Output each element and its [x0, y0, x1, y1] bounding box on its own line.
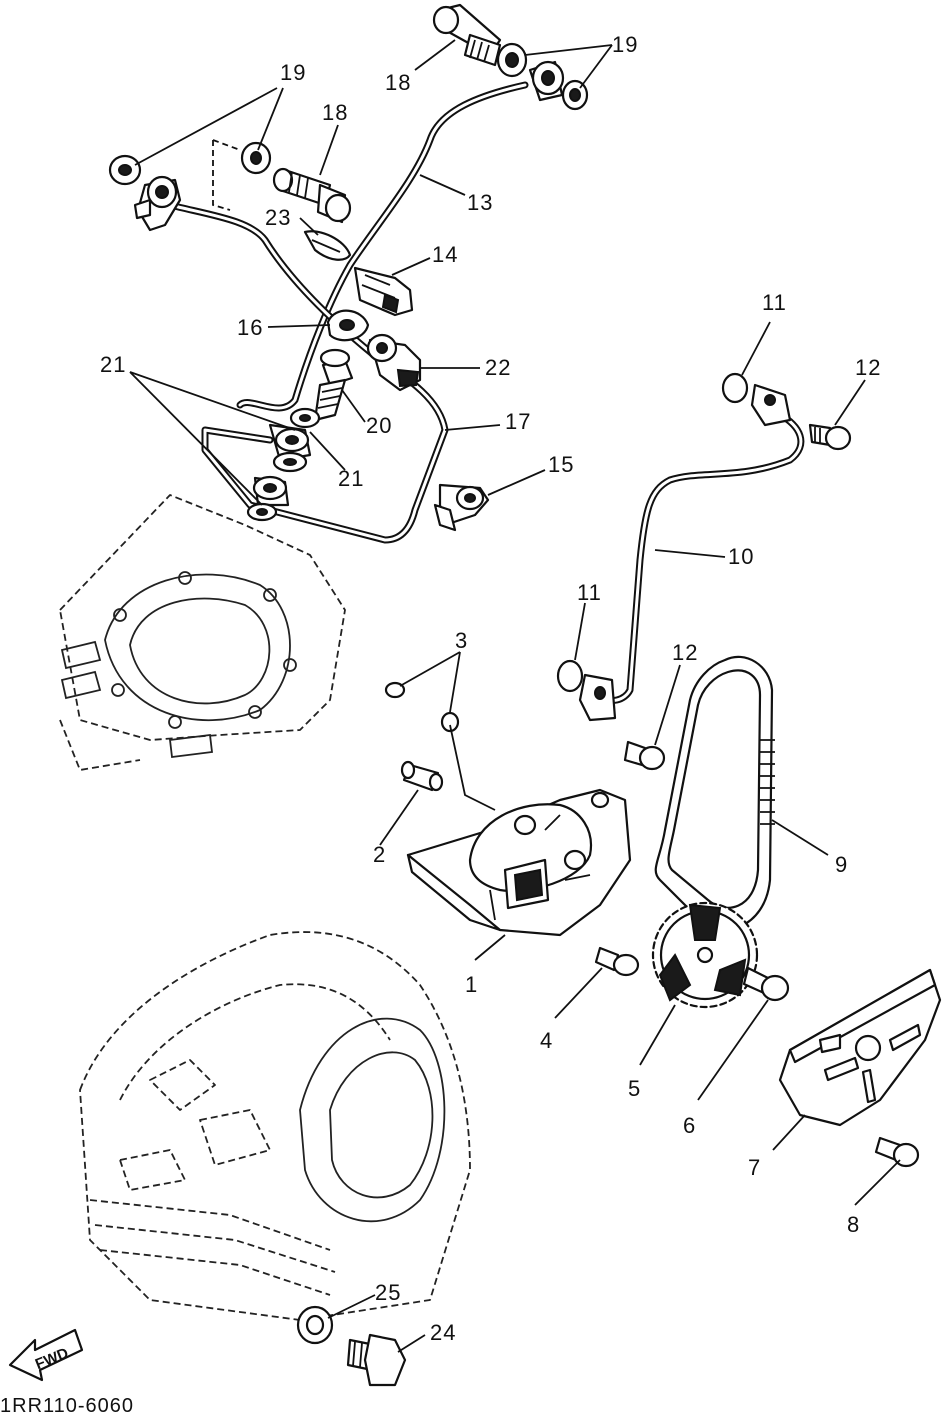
callout-5: 5 [628, 1076, 641, 1101]
callout-2: 2 [373, 842, 386, 867]
drawing-code: 1RR110-6060 [0, 1395, 134, 1417]
callout-21-left: 21 [100, 352, 126, 377]
callout-24: 24 [430, 1320, 456, 1345]
callout-labels: 19 18 18 19 13 23 14 16 22 21 20 17 21 1… [100, 32, 881, 1345]
flange-10-lower [578, 673, 617, 722]
callout-16: 16 [237, 315, 263, 340]
washer-21-c [246, 502, 278, 522]
pipe-10 [596, 411, 805, 704]
callout-23: 23 [265, 205, 291, 230]
o-ring-3-b [440, 711, 460, 733]
gasket-25 [296, 1305, 334, 1345]
callout-20: 20 [366, 413, 392, 438]
callout-12-upper: 12 [855, 355, 881, 380]
bracket-15 [433, 483, 490, 532]
clip-23 [303, 230, 352, 261]
pipe-13 [236, 81, 529, 412]
callout-18-left: 18 [322, 100, 348, 125]
clip-16 [326, 309, 370, 342]
washer-19-left-a [108, 154, 142, 186]
callout-11-lower: 11 [577, 580, 602, 605]
washer-21-b [272, 451, 308, 473]
callout-22: 22 [485, 355, 511, 380]
banjo-fitting-17-low [252, 475, 290, 507]
banjo-fitting-13-upper [528, 60, 565, 102]
union-bolt-18-upper [432, 3, 502, 67]
flange-10-upper [750, 383, 792, 427]
o-ring-3-a [384, 681, 406, 699]
callout-10: 10 [728, 544, 754, 569]
alignment-guides [212, 139, 241, 211]
union-bolt-18-left [272, 167, 352, 224]
washer-19-upper-b [561, 79, 589, 111]
sprocket-cover-7 [778, 968, 942, 1127]
callout-14: 14 [432, 242, 458, 267]
callout-1: 1 [465, 972, 478, 997]
oil-pump-assembly-1 [406, 788, 632, 937]
callout-11-upper: 11 [762, 290, 787, 315]
washer-19-left-b [240, 141, 272, 175]
crankcase-ghost-outline [79, 931, 471, 1321]
callout-13: 13 [467, 190, 493, 215]
washer-19-upper-a [496, 42, 528, 78]
cylinder-ghost-outline [59, 494, 346, 771]
fwd-direction-arrow: FWD [8, 1328, 84, 1382]
callout-8: 8 [847, 1212, 860, 1237]
banjo-fitting-17-mid [268, 423, 312, 462]
bolt-12-upper [808, 423, 852, 451]
bolt-4 [594, 946, 640, 977]
callout-9: 9 [835, 852, 848, 877]
callout-6: 6 [683, 1113, 696, 1138]
holder-22 [366, 333, 422, 392]
drain-bolt-24 [346, 1333, 407, 1387]
bolt-6 [742, 966, 790, 1002]
callout-19-left: 19 [280, 60, 306, 85]
drive-chain-9 [654, 655, 775, 931]
o-ring-11-upper [721, 372, 749, 404]
callout-19-upper: 19 [612, 32, 638, 57]
callout-25: 25 [375, 1280, 401, 1305]
washer-21-a [289, 407, 321, 429]
callout-17: 17 [505, 409, 531, 434]
callout-4: 4 [540, 1028, 553, 1053]
callout-21-mid: 21 [338, 466, 364, 491]
banjo-fitting-17-left [133, 175, 182, 232]
union-bolt-20 [313, 348, 354, 422]
callout-15: 15 [548, 452, 574, 477]
driven-sprocket-5 [651, 901, 759, 1009]
callout-3: 3 [455, 628, 468, 653]
leader-lines [129, 39, 901, 1353]
dowel-pin-2 [400, 760, 444, 792]
callout-7: 7 [748, 1155, 761, 1180]
callout-12-lower: 12 [672, 640, 698, 665]
callout-18-upper: 18 [385, 70, 411, 95]
bolt-12-lower [623, 740, 666, 771]
o-ring-11-lower [556, 659, 584, 693]
holder-14 [353, 266, 414, 317]
